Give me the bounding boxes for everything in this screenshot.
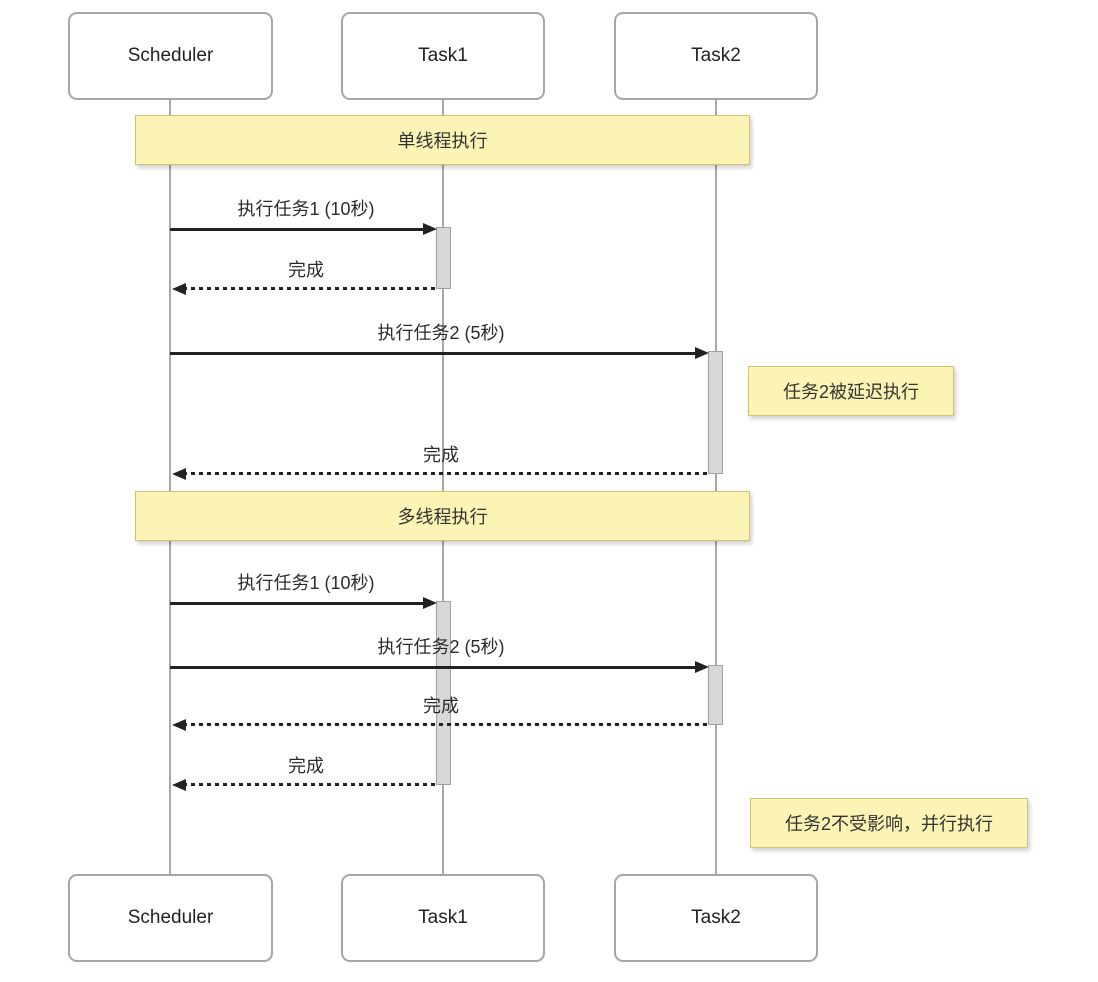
lifeline-scheduler bbox=[169, 100, 171, 874]
note-task2-parallel: 任务2不受影响，并行执行 bbox=[750, 798, 1028, 848]
section-banner-single-thread: 单线程执行 bbox=[135, 115, 750, 165]
participant-label: Task2 bbox=[691, 907, 741, 928]
return-arrow-line bbox=[183, 472, 708, 475]
participant-box-scheduler-bottom: Scheduler bbox=[68, 874, 273, 962]
message-label: 完成 bbox=[288, 260, 324, 280]
participant-box-scheduler-top: Scheduler bbox=[68, 12, 273, 100]
lifeline-task1 bbox=[442, 100, 444, 874]
activation-task2-section2 bbox=[708, 665, 723, 725]
activation-task2-section1 bbox=[708, 351, 723, 474]
message-label: 完成 bbox=[288, 756, 324, 776]
message-label: 执行任务2 (5秒) bbox=[377, 637, 505, 657]
arrowhead-right-icon bbox=[695, 347, 709, 359]
participant-label: Task1 bbox=[418, 45, 468, 66]
arrowhead-left-icon bbox=[172, 779, 186, 791]
participant-label: Scheduler bbox=[127, 45, 214, 66]
participant-label: Scheduler bbox=[127, 907, 214, 928]
activation-task1-section1 bbox=[436, 227, 451, 289]
banner-label: 单线程执行 bbox=[397, 131, 488, 151]
section-banner-multi-thread: 多线程执行 bbox=[135, 491, 750, 541]
note-label: 任务2不受影响，并行执行 bbox=[784, 814, 993, 834]
note-label: 任务2被延迟执行 bbox=[782, 382, 919, 402]
message-label: 执行任务2 (5秒) bbox=[377, 323, 505, 343]
participant-box-task1-top: Task1 bbox=[341, 12, 545, 100]
participant-box-task2-top: Task2 bbox=[614, 12, 818, 100]
participant-label: Task1 bbox=[418, 907, 468, 928]
participant-box-task2-bottom: Task2 bbox=[614, 874, 818, 962]
message-arrow-line bbox=[170, 666, 698, 669]
participant-box-task1-bottom: Task1 bbox=[341, 874, 545, 962]
message-label: 执行任务1 (10秒) bbox=[237, 573, 375, 593]
note-task2-delayed: 任务2被延迟执行 bbox=[748, 366, 954, 416]
arrowhead-right-icon bbox=[423, 597, 437, 609]
lifeline-task2 bbox=[715, 100, 717, 874]
return-arrow-line bbox=[183, 723, 708, 726]
message-label: 执行任务1 (10秒) bbox=[237, 199, 375, 219]
participant-label: Task2 bbox=[691, 45, 741, 66]
banner-label: 多线程执行 bbox=[397, 507, 488, 527]
message-label: 完成 bbox=[423, 696, 459, 716]
message-label: 完成 bbox=[423, 445, 459, 465]
arrowhead-left-icon bbox=[172, 719, 186, 731]
arrowhead-right-icon bbox=[423, 223, 437, 235]
message-arrow-line bbox=[170, 228, 426, 231]
message-arrow-line bbox=[170, 602, 426, 605]
return-arrow-line bbox=[183, 287, 436, 290]
activation-task1-section2 bbox=[436, 601, 451, 785]
return-arrow-line bbox=[183, 783, 436, 786]
message-arrow-line bbox=[170, 352, 698, 355]
arrowhead-right-icon bbox=[695, 661, 709, 673]
arrowhead-left-icon bbox=[172, 468, 186, 480]
arrowhead-left-icon bbox=[172, 283, 186, 295]
